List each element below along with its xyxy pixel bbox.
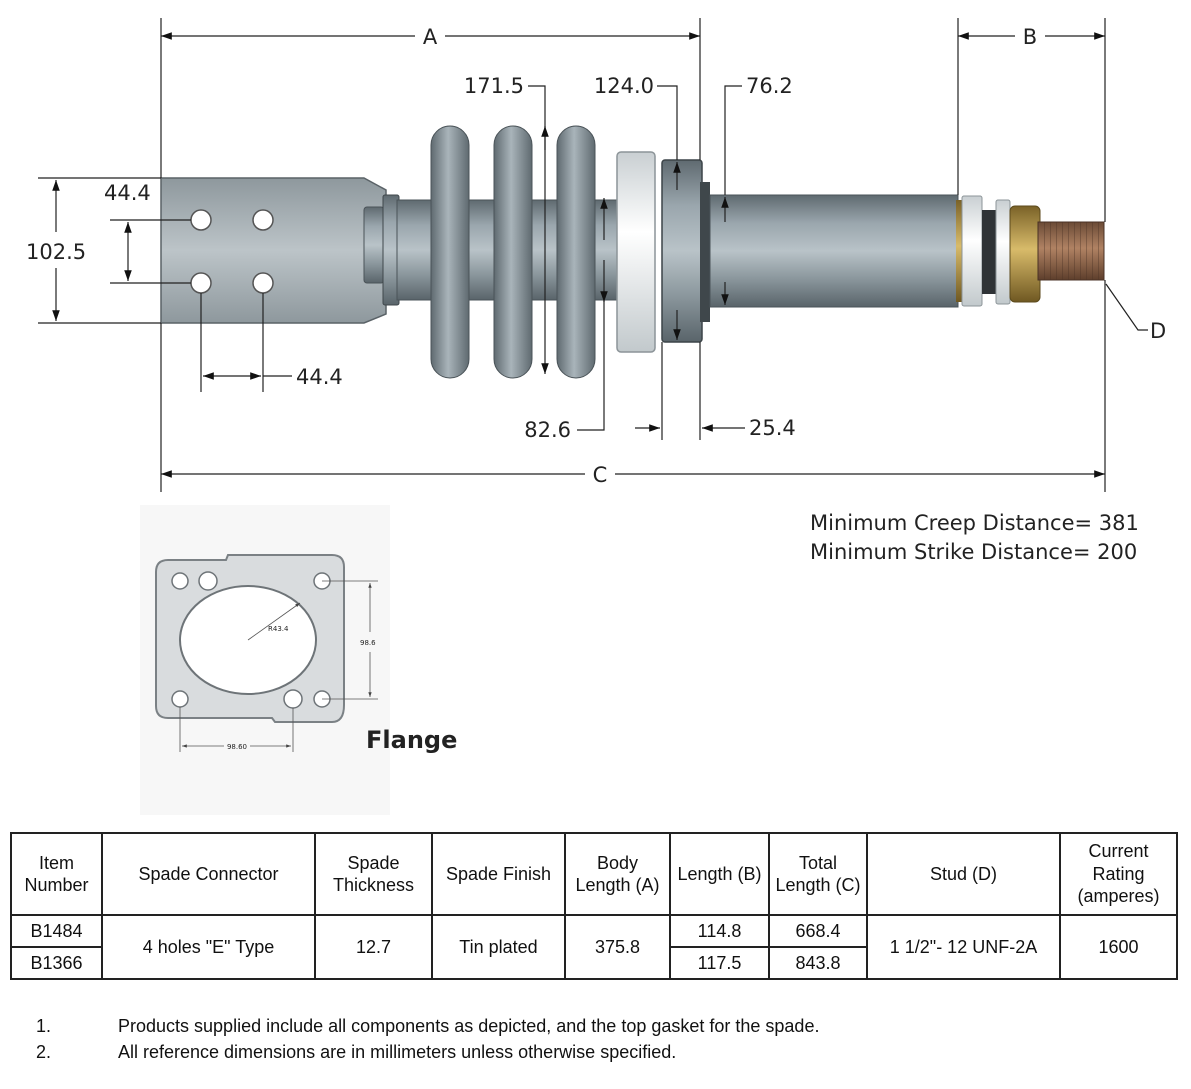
flange-label: Flange <box>366 726 457 754</box>
spade-hole <box>252 272 274 294</box>
dim-neck-diameter: 82.6 <box>524 418 571 442</box>
dim-d-label: D <box>1150 319 1166 343</box>
cell-length-b: 114.8 <box>669 914 770 948</box>
mounting-washer <box>616 151 656 353</box>
stud-thread <box>1040 222 1104 280</box>
creep-distance: Minimum Creep Distance= 381 <box>810 511 1139 535</box>
header-length-b: Length (B) <box>669 832 770 916</box>
header-stud: Stud (D) <box>866 832 1061 916</box>
spade-hole <box>190 272 212 294</box>
cell-item: B1484 <box>10 914 103 948</box>
cell-total-length: 843.8 <box>768 946 868 980</box>
spade-plate <box>160 177 387 324</box>
header-spade-connector: Spade Connector <box>101 832 316 916</box>
brass-ring <box>956 200 962 302</box>
dim-shed-diameter: 171.5 <box>464 74 524 98</box>
flange-detail: R43.4 98.6 98.60 <box>140 505 390 815</box>
cell-item: B1366 <box>10 946 103 980</box>
insulator-shed <box>493 125 533 379</box>
insulator-shed <box>556 125 596 379</box>
header-spade-thickness: Spade Thickness <box>314 832 433 916</box>
flange-dim-radius: R43.4 <box>268 625 289 633</box>
stud-nut <box>1009 205 1041 303</box>
top-washer <box>961 195 983 307</box>
spade-collar <box>363 206 385 284</box>
header-spade-finish: Spade Finish <box>431 832 566 916</box>
cell-spade-thickness: 12.7 <box>314 914 433 980</box>
dim-spade-width: 102.5 <box>26 240 86 264</box>
cell-body-length: 375.8 <box>564 914 671 980</box>
cell-length-b: 117.5 <box>669 946 770 980</box>
flange-bolt-hole <box>283 689 303 709</box>
header-item-number: Item Number <box>10 832 103 916</box>
top-gasket <box>982 210 996 294</box>
flange-gasket <box>700 182 710 322</box>
table-row: B1366 117.5 843.8 <box>10 946 1177 980</box>
dim-spade-hole-horizontal: 44.4 <box>296 365 343 389</box>
note-text: Products supplied include all components… <box>118 1016 820 1036</box>
cell-current: 1600 <box>1059 914 1178 980</box>
spec-table: Item Number Spade Connector Spade Thickn… <box>10 832 1178 980</box>
flange-dim-width: 98.60 <box>227 743 247 751</box>
dim-c-label: C <box>593 463 608 487</box>
spade-hole <box>190 209 212 231</box>
flange-bolt-hole <box>198 571 218 591</box>
flange-bolt-hole <box>171 572 189 590</box>
header-total-length: Total Length (C) <box>768 832 868 916</box>
note-number: 2. <box>36 1042 52 1062</box>
dimension-lines <box>38 18 1148 492</box>
cell-total-length: 668.4 <box>768 914 868 948</box>
cell-stud: 1 1/2"- 12 UNF-2A <box>866 914 1061 980</box>
note-item: 1. Products supplied include all compone… <box>36 1016 1166 1042</box>
header-body-length: Body Length (A) <box>564 832 671 916</box>
dim-body-diameter: 76.2 <box>746 74 793 98</box>
note-number: 1. <box>36 1016 52 1036</box>
dim-a-label: A <box>423 25 438 49</box>
note-item: 2. All reference dimensions are in milli… <box>36 1042 1166 1068</box>
bushing-body <box>160 125 1105 379</box>
dim-spade-hole-vertical: 44.4 <box>104 181 151 205</box>
mounting-flange <box>661 159 703 343</box>
flange-bolt-hole <box>171 690 189 708</box>
top-washer-2 <box>995 199 1011 305</box>
table-row: B1484 4 holes "E" Type 12.7 Tin plated 3… <box>10 914 1178 980</box>
strike-distance: Minimum Strike Distance= 200 <box>810 540 1137 564</box>
note-text: All reference dimensions are in millimet… <box>118 1042 677 1062</box>
spade-hole <box>252 209 274 231</box>
header-current-rating: Current Rating (amperes) <box>1059 832 1178 916</box>
notes: 1. Products supplied include all compone… <box>36 1016 1166 1068</box>
body-cylinder <box>709 194 959 308</box>
insulator-shed <box>430 125 470 379</box>
dim-b-label: B <box>1023 25 1037 49</box>
dim-flange-thickness: 25.4 <box>749 416 796 440</box>
dimension-labels: A B C D 171.5 124.0 76.2 44.4 102.5 44.4… <box>26 25 1166 487</box>
cell-spade-connector: 4 holes "E" Type <box>101 914 316 980</box>
dim-flange-width: 124.0 <box>594 74 654 98</box>
flange-dim-height: 98.6 <box>360 639 376 647</box>
cell-spade-finish: Tin plated <box>431 914 566 980</box>
